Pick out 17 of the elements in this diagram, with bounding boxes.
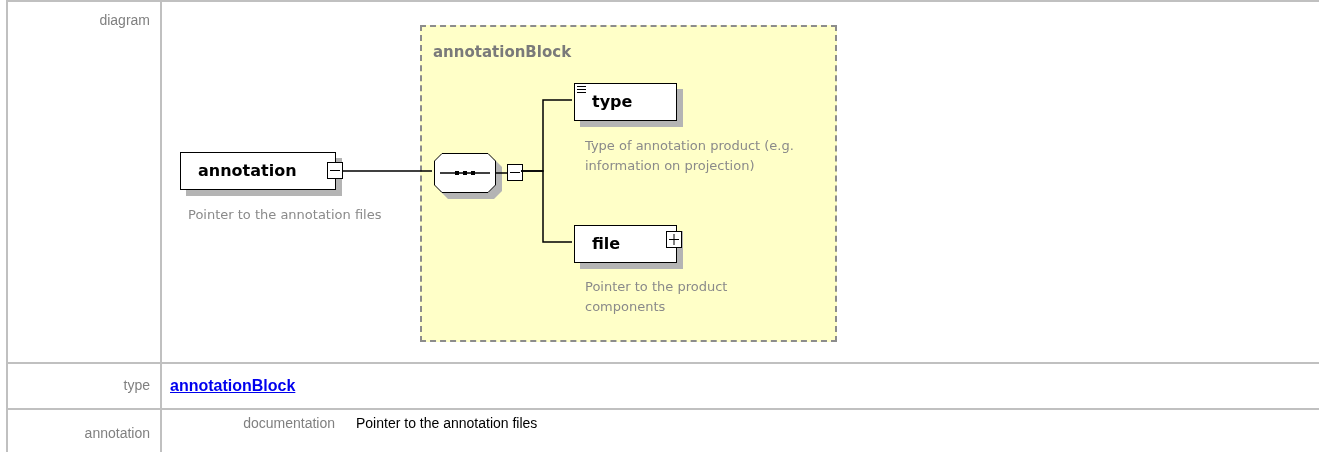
connector-line <box>520 170 573 243</box>
element-description: Type of annotation product (e.g. information on projection) <box>585 137 795 175</box>
group-box <box>420 25 837 342</box>
connector-line <box>342 170 433 172</box>
element-name: annotation <box>198 160 297 182</box>
element-name: type <box>592 91 633 113</box>
element-description: Pointer to the product components <box>585 278 729 316</box>
property-name: documentation <box>243 414 335 433</box>
row-header: diagram <box>99 11 150 30</box>
documentation-text: Pointer to the annotation files <box>356 414 538 433</box>
sequence-octagon <box>434 153 523 199</box>
element-name: file <box>592 233 621 255</box>
element-description: Pointer to the annotation files <box>188 206 383 224</box>
row-header: annotation <box>84 424 150 443</box>
group-title: annotationBlock <box>433 42 572 63</box>
type-link: annotationBlock <box>170 376 296 396</box>
row-header: type <box>123 376 150 395</box>
